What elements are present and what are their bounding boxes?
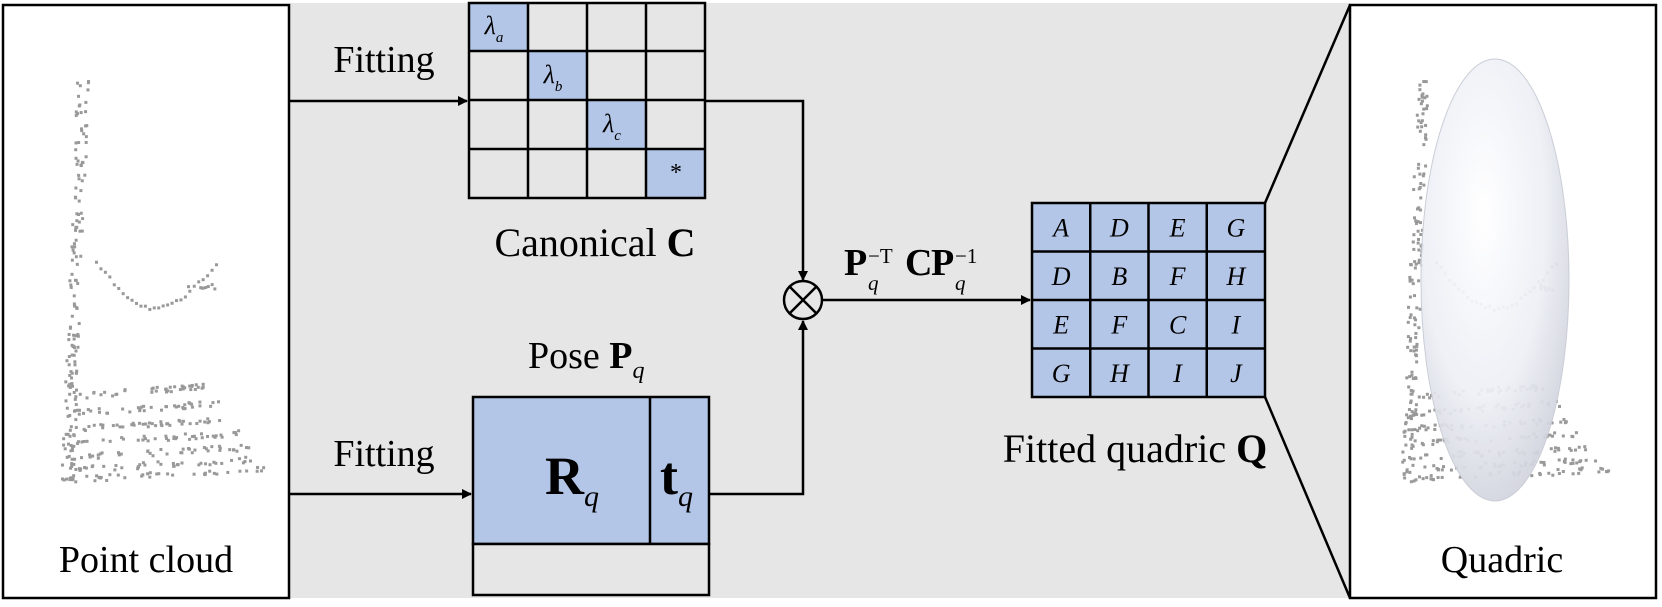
- rotation-symbol: R: [545, 446, 585, 506]
- canonical-star: *: [670, 160, 682, 186]
- formula-sup1: −T: [868, 244, 893, 268]
- transform-formula: P −T q C P −1 q: [844, 242, 977, 295]
- rotation-label: Rq: [545, 446, 599, 513]
- lambda-c-symbol: λ: [602, 109, 614, 138]
- lambda-a-symbol: λ: [484, 11, 496, 40]
- canonical-symbol: C: [667, 220, 696, 265]
- formula-sup2: −1: [955, 244, 977, 268]
- quadric-cell-3-3: J: [1230, 359, 1243, 388]
- quadric-cell-3-1: H: [1109, 359, 1130, 388]
- fitting-label-bottom: Fitting: [333, 433, 434, 475]
- rotation-subscript: q: [584, 480, 599, 513]
- canonical-label-text: Canonical: [494, 220, 656, 265]
- canonical-cell-a: [469, 3, 528, 51]
- pose-matrix: [471, 395, 711, 597]
- quadric-cell-1-3: H: [1225, 262, 1246, 291]
- quadric-cell-1-0: D: [1051, 262, 1071, 291]
- translation-label: tq: [660, 446, 693, 513]
- quadric-cell-3-2: I: [1172, 359, 1183, 388]
- lambda-b-symbol: λ: [543, 60, 555, 89]
- pose-subscript: q: [633, 358, 645, 384]
- lambda-c: λc: [602, 109, 621, 144]
- formula-sub1: q: [868, 271, 879, 295]
- quadric-cell-1-1: B: [1111, 262, 1127, 291]
- pose-label-text: Pose: [528, 335, 600, 377]
- pose-rt-block: [471, 395, 711, 546]
- formula-sub2: q: [955, 271, 966, 295]
- quadric-symbol: Q: [1236, 426, 1267, 471]
- multiply-operator: [782, 279, 824, 321]
- point-cloud-panel: [1, 3, 291, 600]
- pose-bottom-row: [471, 542, 711, 597]
- canonical-cell-c: [587, 100, 646, 149]
- quadric-cell-0-1: D: [1109, 213, 1129, 242]
- quadric-label-text: Fitted quadric: [1003, 426, 1226, 471]
- quadric-cell-0-3: G: [1226, 213, 1245, 242]
- canonical-cell-star: [646, 149, 705, 198]
- quadric-cell-2-2: C: [1169, 310, 1187, 339]
- lambda-b: λb: [543, 60, 563, 95]
- quadric-cell-0-0: A: [1051, 213, 1069, 242]
- quadric-cell-2-0: E: [1052, 310, 1069, 339]
- pose-symbol: P: [609, 335, 632, 377]
- point-cloud-points: [60, 80, 266, 484]
- quadric-cell-2-1: F: [1110, 310, 1128, 339]
- quadric-label: Fitted quadric Q: [1003, 426, 1267, 471]
- quadric-cell-3-0: G: [1052, 359, 1071, 388]
- translation-subscript: q: [678, 480, 693, 513]
- canonical-label: Canonical C: [494, 220, 695, 265]
- zoom-line-top: [1263, 4, 1352, 204]
- lambda-b-sub: b: [555, 79, 563, 95]
- quadric-caption: Quadric: [1441, 539, 1563, 581]
- pose-label: Pose Pq: [528, 335, 645, 384]
- lambda-a: λa: [484, 11, 504, 46]
- formula-p2: P: [931, 242, 954, 284]
- canonical-to-operator-arrow: [705, 99, 808, 281]
- quadric-cell-0-2: E: [1169, 213, 1186, 242]
- canonical-matrix: λa λb λc *: [467, 1, 707, 200]
- quadric-cell-1-2: F: [1169, 262, 1187, 291]
- lambda-c-sub: c: [614, 128, 621, 144]
- canonical-cell-b: [528, 51, 587, 100]
- quadric-cell-2-3: I: [1231, 310, 1242, 339]
- fitting-label-top: Fitting: [333, 39, 434, 81]
- pose-to-operator-arrow: [709, 320, 808, 496]
- translation-symbol: t: [660, 446, 678, 506]
- ellipsoid-shape: [1420, 58, 1570, 502]
- lambda-a-sub: a: [496, 30, 504, 46]
- formula-p1: P: [844, 242, 867, 284]
- formula-c: C: [905, 242, 932, 284]
- zoom-line-bottom: [1263, 396, 1352, 599]
- point-cloud-caption: Point cloud: [59, 539, 233, 581]
